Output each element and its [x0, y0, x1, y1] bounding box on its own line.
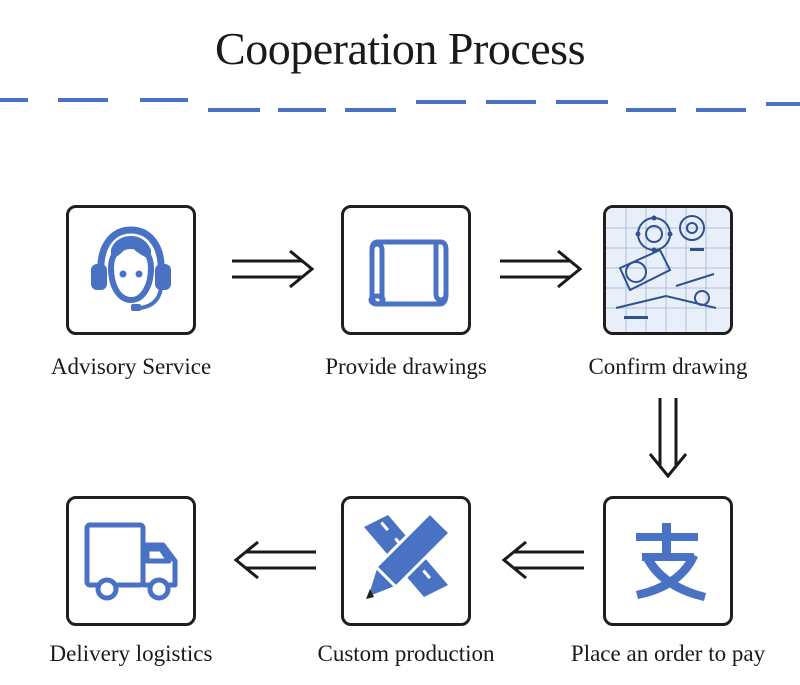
step-label: Provide drawings — [325, 354, 487, 379]
headset-agent-icon — [91, 226, 171, 311]
step-confirm-drawing — [603, 205, 733, 335]
arrow-right-icon — [232, 249, 315, 289]
arrow-down-icon — [648, 398, 688, 479]
step-delivery-logistics — [66, 496, 196, 626]
pencil-ruler-icon — [363, 510, 453, 602]
dashed-divider — [0, 98, 800, 112]
step-label: Delivery logistics — [49, 641, 213, 666]
step-label: Place an order to pay — [570, 641, 766, 666]
step-provide-drawings — [341, 205, 471, 335]
step-place-order — [603, 496, 733, 626]
step-label: Confirm drawing — [588, 354, 748, 379]
arrow-left-icon — [501, 540, 584, 580]
step-label: Advisory Service — [50, 354, 212, 379]
truck-icon — [84, 522, 178, 601]
step-custom-production — [341, 496, 471, 626]
arrow-left-icon — [233, 540, 316, 580]
alipay-icon — [636, 523, 706, 601]
scroll-drawing-icon — [368, 239, 449, 307]
step-label: Custom production — [317, 641, 495, 666]
arrow-right-icon — [500, 249, 583, 289]
page-title: Cooperation Process — [215, 23, 585, 74]
blueprint-icon — [606, 208, 730, 332]
step-advisory-service — [66, 205, 196, 335]
